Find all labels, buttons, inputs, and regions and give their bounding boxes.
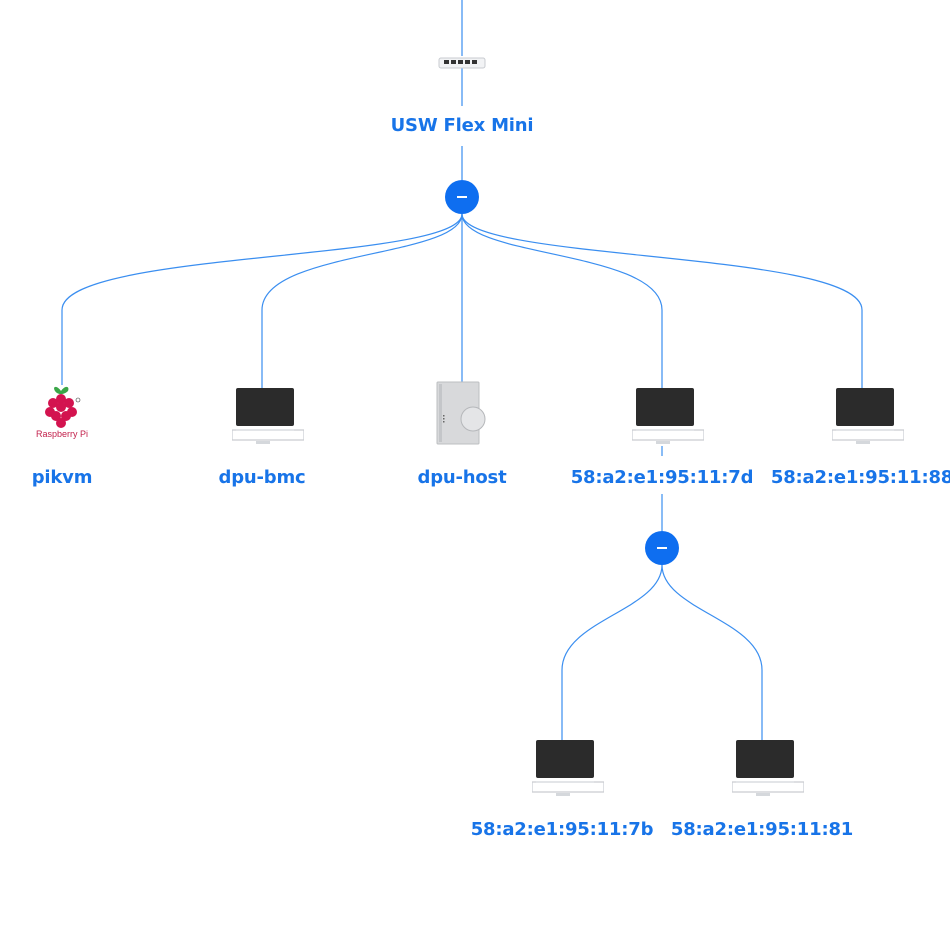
client-label[interactable]: pikvm [31, 467, 93, 488]
client-device-dpu-bmc[interactable] [231, 388, 305, 446]
link-line-mac-88 [461, 213, 863, 388]
collapse-button[interactable] [445, 180, 479, 214]
server-icon [436, 381, 486, 445]
client-device-dpu-host[interactable] [436, 381, 488, 445]
raspberry-pi-icon [45, 386, 81, 428]
client-label[interactable]: 58:a2:e1:95:11:7d [570, 467, 754, 488]
minus-icon [657, 547, 667, 549]
client-label[interactable]: 58:a2:e1:95:11:7b [470, 819, 654, 840]
client-device-mac-7d[interactable] [631, 388, 705, 446]
client-device-mac-88[interactable] [831, 388, 905, 446]
switch-label[interactable]: USW Flex Mini [390, 115, 534, 136]
laptop-icon [831, 388, 905, 444]
switch-device[interactable] [438, 55, 486, 69]
unifi-switch-icon [438, 57, 486, 69]
link-line-mac-7d [461, 213, 663, 388]
client-device-mac-81[interactable] [731, 740, 805, 798]
client-device-pikvm[interactable]: Raspberry Pi [32, 385, 92, 443]
link-line-mac-7b [561, 564, 663, 740]
link-line-dpu-bmc [261, 213, 463, 388]
client-label[interactable]: dpu-bmc [218, 467, 306, 488]
link-line-mac-81 [661, 564, 763, 740]
client-device-mac-7b[interactable] [531, 740, 605, 798]
collapse-button[interactable] [645, 531, 679, 565]
link-line-pikvm [61, 213, 463, 385]
client-label[interactable]: 58:a2:e1:95:11:88 [770, 467, 950, 488]
minus-icon [457, 196, 467, 198]
client-label[interactable]: 58:a2:e1:95:11:81 [670, 819, 854, 840]
laptop-icon [531, 740, 605, 796]
raspberry-pi-logo-text: Raspberry Pi [35, 429, 89, 439]
laptop-icon [231, 388, 305, 444]
laptop-icon [631, 388, 705, 444]
client-label[interactable]: dpu-host [417, 467, 507, 488]
laptop-icon [731, 740, 805, 796]
